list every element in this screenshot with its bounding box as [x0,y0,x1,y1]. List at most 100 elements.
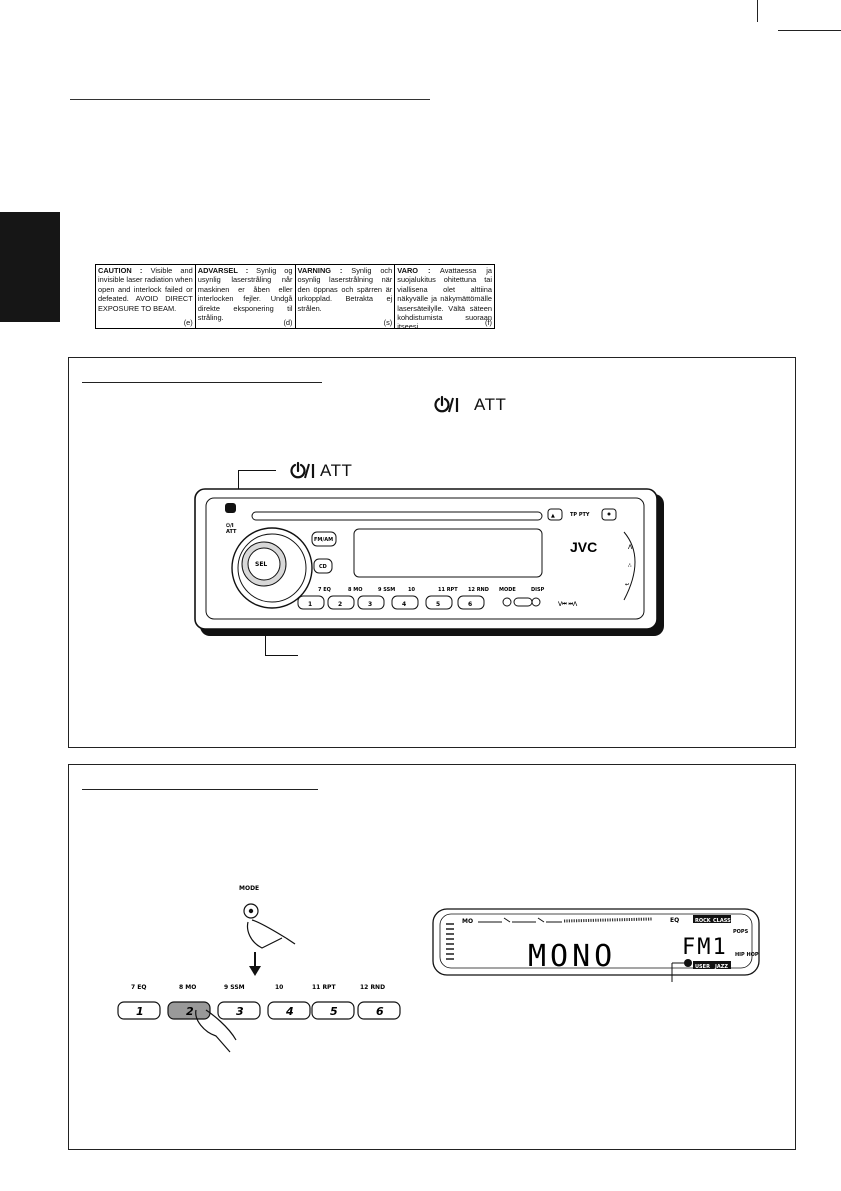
seek-buttons-icon[interactable]: ⋁⏮ ⏭⋀ [558,601,578,607]
preset-button-1[interactable] [117,1001,161,1020]
lcd-frame [432,908,760,976]
preset-button-6[interactable] [457,595,485,610]
svg-text:HIP HOP: HIP HOP [735,952,759,958]
caution-col-danish: ADVARSEL : Synlig og usynlig laserstråli… [196,265,296,328]
svg-text:9 SSM: 9 SSM [224,984,245,991]
preset-button-5[interactable] [311,1001,355,1020]
preset-button-2-pressed[interactable] [167,1001,211,1020]
preset-button-1[interactable] [297,595,325,610]
svg-text:CLASSIC: CLASSIC [713,918,737,924]
preset-button-4[interactable] [391,595,419,610]
eject-button[interactable] [547,508,563,521]
att-small-label: ⏻/I [226,523,234,529]
section2-heading-rule [82,789,318,790]
left-level-bars [446,923,454,960]
svg-text:ATT: ATT [226,529,237,535]
svg-text:11 RPT: 11 RPT [438,587,458,593]
caution-col-swedish: VARNING : Synlig och osynlig laserstråln… [296,265,396,328]
svg-text:POPS: POPS [733,929,749,935]
callout-power-icon [286,461,316,486]
svg-text:MODE: MODE [499,587,516,593]
svg-text:5: 5 [436,601,440,608]
att-button[interactable] [225,503,236,513]
car-stereo-illustration: ⏻/I ATT ▲ TP PTY SEL FM/AM CD JVC ⋀ ∴ ↩ … [194,488,664,636]
svg-text:CD: CD [319,564,327,570]
down-arrow-icon [249,966,261,976]
svg-text:10: 10 [275,984,283,991]
svg-text:7 EQ: 7 EQ [318,587,331,593]
svg-text:4: 4 [285,1005,294,1018]
svg-text:2: 2 [338,601,342,608]
unit-faceplate [205,497,645,620]
svg-text:5: 5 [330,1005,338,1018]
svg-text:12 RND: 12 RND [360,984,385,991]
side-control-curve [623,531,636,601]
svg-text:USER: USER [695,964,710,970]
svg-text:8 MO: 8 MO [179,984,196,991]
svg-text:1: 1 [308,601,312,608]
svg-text:MO: MO [462,918,473,925]
aux-jack [513,597,533,607]
preset-button-row: 1 2 3 4 5 6 ⋁⏮ ⏭⋀ [297,595,578,610]
inline-att-reference [430,395,460,420]
sel-label: SEL [255,561,267,568]
display-band-text: FM1 [682,935,728,960]
crop-mark-vertical [757,0,758,22]
laser-caution-label: CAUTION : Visible and invisible laser ra… [95,264,495,329]
preset-button-5[interactable] [425,595,453,610]
svg-text:1: 1 [136,1005,144,1018]
inline-att-label: ATT [474,395,507,414]
svg-text:6: 6 [376,1005,384,1018]
unit-display [353,528,543,578]
finger-pressing-mode-icon [246,919,287,949]
callout-att-label: ATT [320,461,353,480]
disp-button[interactable] [531,597,541,607]
svg-text:MODE: MODE [239,885,259,892]
tuning-bar [478,917,562,923]
preset-button-row: 1 2 3 4 5 6 [117,1001,401,1020]
eq-user-jazz-bar [693,961,731,969]
svg-text:FM/AM: FM/AM [314,537,333,543]
section1-heading-rule [82,382,322,383]
svg-text:6: 6 [468,601,472,608]
tp-dot [607,512,611,516]
sel-leader-horizontal [265,655,298,656]
preset-button-2[interactable] [327,595,355,610]
preset-button-3[interactable] [357,595,385,610]
fm-am-button[interactable] [311,531,337,547]
cd-button[interactable] [313,558,333,574]
sel-button[interactable] [247,547,281,581]
svg-text:12 RND: 12 RND [468,587,489,593]
svg-text:9 SSM: 9 SSM [378,587,395,593]
lcd-inner-frame [439,913,753,969]
svg-text:7 EQ: 7 EQ [131,984,146,991]
eq-rock-classic-bar [693,915,731,923]
svg-text:11 RPT: 11 RPT [312,984,336,991]
power-icon [434,395,459,413]
att-leader-horizontal [238,470,276,471]
svg-text:DISP: DISP [531,587,545,593]
svg-text:JAZZ: JAZZ [714,964,728,970]
mode-button[interactable] [502,597,512,607]
preset-button-6[interactable] [357,1001,401,1020]
jvc-logo: JVC [570,539,597,555]
section-heading-rule [70,99,430,100]
preset-button-4[interactable] [267,1001,311,1020]
mode-press-illustration: MODE 7 EQ 8 MO 9 SSM 10 11 RPT 12 RND 1 … [117,885,401,1053]
function-labels: 7 EQ 8 MO 9 SSM 10 11 RPT 12 RND MODE DI… [318,587,545,593]
tp-pty-label: TP PTY [570,512,590,518]
preset-button-3[interactable] [217,1001,261,1020]
signal-bar [563,917,653,923]
finger-line [285,937,296,945]
svg-text:2: 2 [186,1005,194,1018]
cd-slot [251,511,543,521]
finger-pressing-button-icon [195,1009,237,1053]
mode-button-dot [248,908,254,914]
power-icon [290,461,315,479]
svg-text:EQ: EQ [670,917,679,924]
side-control-return-icon: ↩ [625,582,629,588]
caution-col-finnish: VARO : Avattaessa ja suojalukitus ohitet… [397,266,492,328]
svg-text:ROCK: ROCK [695,918,712,924]
svg-text:8 MO: 8 MO [348,587,362,593]
svg-text:10: 10 [408,587,415,593]
